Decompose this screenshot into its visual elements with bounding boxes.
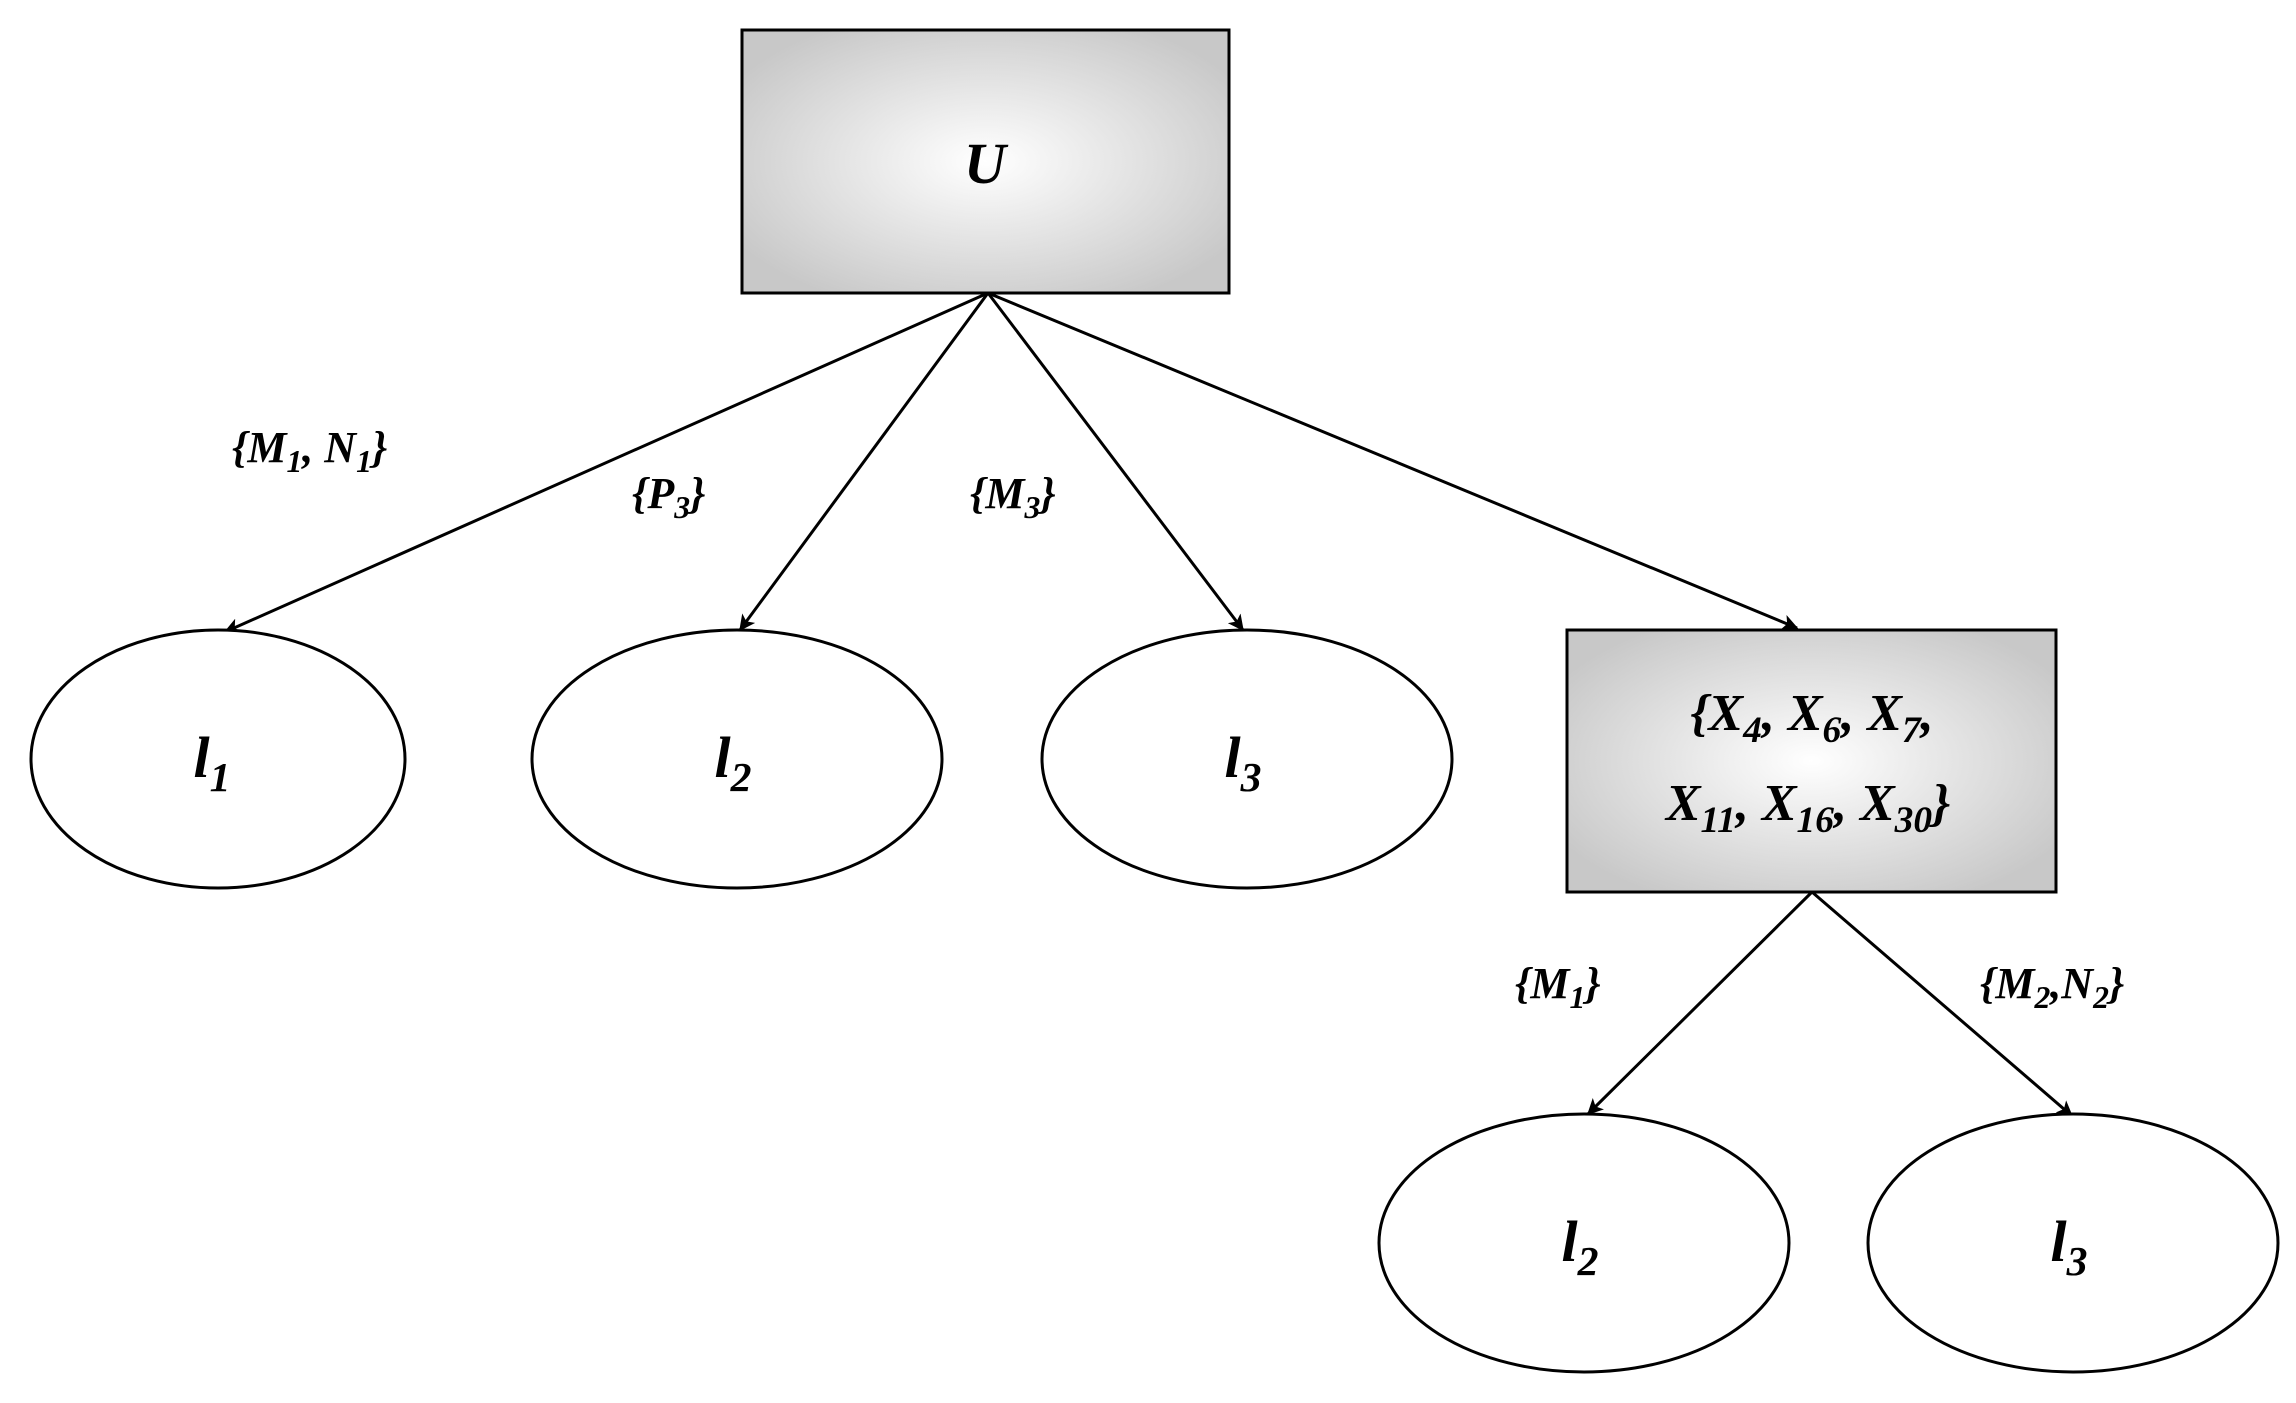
edges	[223, 291, 2074, 1118]
leaf-node-group-l3: l3	[1866, 1112, 2280, 1374]
leaf-node-l3: l3	[1040, 628, 1454, 890]
edge-group-to-l2	[1586, 890, 1814, 1116]
leaf-ellipse	[530, 628, 944, 890]
edge-root-to-l2	[738, 292, 990, 632]
root-node: U	[740, 28, 1231, 295]
group-box	[1565, 628, 2058, 894]
edge-root-to-l1	[223, 291, 989, 634]
leaf-node-group-l2: l2	[1377, 1112, 1791, 1374]
edge-label-root-to-l3: {M3}	[970, 469, 1056, 525]
leaf-label: l2	[715, 725, 752, 801]
leaf-ellipse	[1866, 1112, 2280, 1374]
leaf-label: l1	[194, 725, 231, 801]
edge-label-root-to-l2: {P3}	[632, 469, 705, 525]
edge-root-to-l3	[986, 292, 1245, 632]
edge-label-group-to-l2: {M1}	[1515, 959, 1601, 1015]
leaf-ellipse	[1040, 628, 1454, 890]
leaf-ellipse	[29, 628, 407, 890]
edge-group-to-l3	[1811, 890, 2074, 1118]
root-box	[740, 28, 1231, 295]
group-label-line1: {X4, X6, X7,	[1690, 685, 1933, 751]
leaf-label: l3	[2051, 1209, 2088, 1285]
root-label: U	[964, 131, 1009, 196]
leaf-node-l2: l2	[530, 628, 944, 890]
edge-label-group-to-l3: {M2,N2}	[1980, 959, 2124, 1015]
leaf-label: l3	[1225, 725, 1262, 801]
group-node: {X4, X6, X7, X11, X16, X30}	[1565, 628, 2058, 894]
edge-label-root-to-l1: {M1, N1}	[232, 423, 387, 479]
leaf-ellipse	[1377, 1112, 1791, 1374]
leaf-node-l1: l1	[29, 628, 407, 890]
group-label-line2: X11, X16, X30}	[1664, 775, 1950, 841]
edge-root-to-group	[987, 291, 1799, 630]
leaf-label: l2	[1562, 1209, 1599, 1285]
